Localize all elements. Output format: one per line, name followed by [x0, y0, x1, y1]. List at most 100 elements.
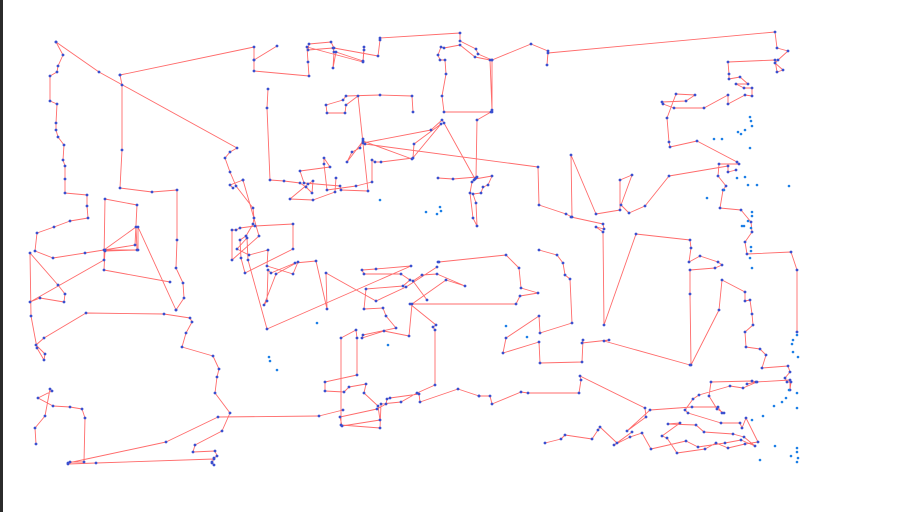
route-node: [51, 256, 55, 260]
route-node: [80, 407, 84, 411]
route-node: [375, 407, 379, 411]
route-node: [265, 327, 269, 331]
isolated-node: [749, 249, 753, 253]
route-node: [517, 266, 521, 270]
route-line-5: [491, 31, 798, 332]
route-node: [625, 429, 629, 433]
route-node: [429, 128, 433, 132]
route-node: [490, 402, 494, 406]
route-node: [35, 231, 39, 235]
route-node: [266, 248, 270, 252]
route-node: [333, 190, 337, 194]
isolated-node: [267, 355, 271, 359]
route-node: [347, 385, 351, 389]
isolated-node: [780, 400, 784, 404]
route-node: [213, 391, 217, 395]
route-node: [737, 162, 741, 166]
route-node: [471, 216, 475, 220]
route-node: [628, 435, 632, 439]
route-node: [727, 77, 731, 81]
route-node: [411, 156, 415, 160]
route-line-12: [324, 254, 539, 429]
route-node: [665, 436, 669, 440]
route-node: [370, 158, 374, 162]
route-node: [268, 178, 272, 182]
route-node: [323, 380, 327, 384]
route-node: [750, 94, 754, 98]
route-node: [744, 416, 748, 420]
route-node: [719, 421, 723, 425]
route-node: [247, 253, 251, 257]
route-node: [245, 236, 249, 240]
isolated-node: [795, 391, 799, 395]
route-node: [470, 180, 474, 184]
route-node: [211, 354, 215, 358]
route-node: [683, 408, 687, 412]
route-node: [234, 184, 238, 188]
route-node: [306, 182, 310, 186]
route-node: [94, 461, 98, 465]
route-node: [334, 176, 338, 180]
isolated-node: [784, 396, 788, 400]
route-node: [361, 333, 365, 337]
route-node: [399, 400, 403, 404]
route-node: [293, 261, 297, 265]
route-node: [103, 197, 107, 201]
route-node: [181, 281, 185, 285]
route-node: [668, 145, 672, 149]
route-node: [756, 440, 760, 444]
route-node: [362, 48, 366, 52]
route-node: [773, 61, 777, 65]
route-node: [435, 265, 439, 269]
isolated-node: [439, 209, 443, 213]
route-node: [745, 252, 749, 256]
route-node: [718, 206, 722, 210]
isolated-node: [795, 446, 799, 450]
route-node: [726, 164, 730, 168]
route-node: [755, 380, 759, 384]
route-node: [643, 406, 647, 410]
route-node: [251, 206, 255, 210]
route-node: [543, 441, 547, 445]
route-node: [251, 222, 255, 226]
route-node: [435, 272, 439, 276]
route-node: [555, 253, 559, 257]
route-node: [648, 408, 652, 412]
route-node: [342, 390, 346, 394]
isolated-node: [722, 188, 726, 192]
route-node: [665, 116, 669, 120]
route-node: [63, 191, 67, 195]
route-node: [358, 146, 362, 150]
route-node: [695, 139, 699, 143]
route-node: [291, 247, 295, 251]
route-node: [538, 331, 542, 335]
route-node: [362, 307, 366, 311]
route-node: [489, 110, 493, 114]
route-node: [743, 290, 747, 294]
route-node: [54, 128, 58, 132]
route-node: [54, 121, 58, 125]
route-node: [291, 272, 295, 276]
route-node: [688, 238, 692, 242]
route-node: [118, 186, 122, 190]
route-node: [252, 45, 256, 49]
route-node: [304, 185, 308, 189]
route-node: [684, 99, 688, 103]
isolated-node: [735, 176, 739, 180]
route-node: [709, 380, 713, 384]
route-node: [468, 191, 472, 195]
route-node: [83, 251, 87, 255]
route-node: [788, 370, 792, 374]
route-node: [577, 391, 581, 395]
route-node: [488, 58, 492, 62]
route-node: [366, 189, 370, 193]
isolated-node: [720, 137, 724, 141]
route-node: [773, 58, 777, 62]
route-node: [579, 378, 583, 382]
route-node: [444, 278, 448, 282]
route-node: [408, 278, 412, 282]
route-node: [598, 425, 602, 429]
route-node: [734, 168, 738, 172]
route-node: [231, 186, 235, 190]
route-node: [634, 232, 638, 236]
